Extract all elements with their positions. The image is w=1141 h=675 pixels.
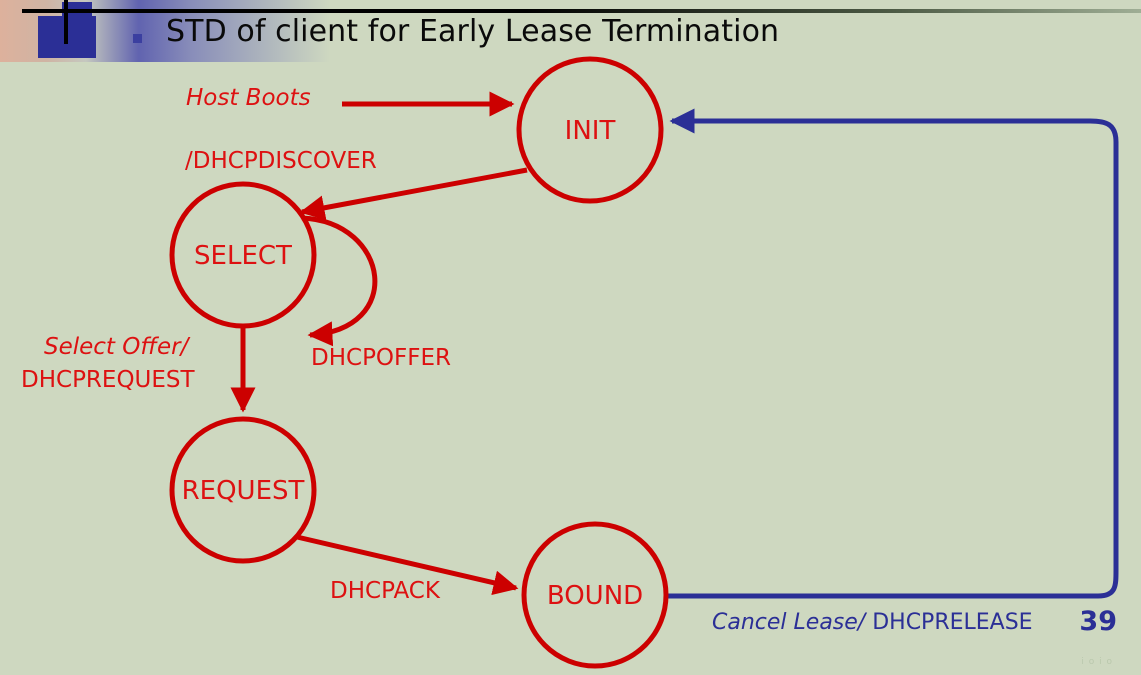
edge-label-dhcpack: DHCPACK [330,578,441,604]
page-number: 39 [1079,606,1117,637]
edge-label-dhcpdiscover: /DHCPDISCOVER [185,148,377,174]
edge-select-self-loop [301,215,378,347]
edge-label-cancel-lease: Cancel Lease/ DHCPRELEASE [712,610,1033,635]
state-label-bound: BOUND [547,581,643,611]
state-node-select[interactable] [169,181,317,329]
edge-bound-to-init [666,108,1119,599]
state-node-init[interactable] [516,56,664,204]
edge-label-host-boots: Host Boots [186,85,311,111]
state-label-select: SELECT [194,241,292,271]
edge-label-dhcprelease-action: DHCPRELEASE [865,610,1032,635]
edge-label-dhcpoffer: DHCPOFFER [311,345,451,371]
state-label-request: REQUEST [182,476,305,506]
edge-label-cancel-lease-event: Cancel Lease/ [712,610,868,635]
bullet-square-icon [133,34,142,43]
footer-watermark: i o i o [1081,657,1113,667]
state-node-bound[interactable] [521,521,669,669]
header-vertical-rule [64,0,68,44]
state-label-init: INIT [565,116,616,146]
edge-request-to-bound [296,534,519,596]
state-node-request[interactable] [169,416,317,564]
header-horizontal-rule [22,9,1141,13]
page-title: STD of client for Early Lease Terminatio… [166,14,780,49]
edge-label-select-offer: Select Offer/ [44,334,191,360]
edge-init-to-select [299,167,528,221]
edge-label-dhcprequest: DHCPREQUEST [21,367,196,393]
